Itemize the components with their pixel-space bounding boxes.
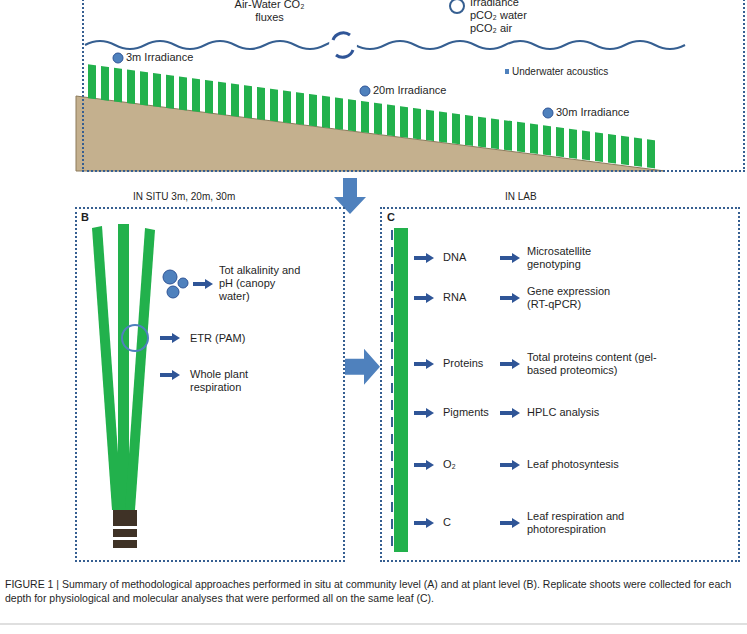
small-arrow [414, 460, 434, 470]
small-arrow [193, 279, 213, 289]
small-arrow [160, 370, 180, 380]
analysis-label: Total proteins content (gel-based proteo… [527, 351, 665, 377]
small-arrow [414, 359, 434, 369]
analysis-label: Microsatellite genotyping [527, 245, 619, 271]
small-arrow [500, 408, 520, 418]
analysis-label: Leaf photosyntesis [527, 458, 619, 471]
small-arrow [414, 253, 434, 263]
pam-spot [122, 325, 148, 351]
leaf-sample [394, 228, 408, 552]
community-panel: Air-Water CO₂ fluxes Irradiance pCO₂ wate… [82, 0, 745, 172]
depth-label: 30m Irradiance [556, 106, 629, 119]
panel-heading: IN SITU 3m, 20m, 30m [133, 190, 235, 203]
flux-label: Air-Water CO₂ fluxes [232, 0, 307, 24]
analysis-label: HPLC analysis [527, 406, 599, 419]
sensor-label: Irradiance pCO₂ water pCO₂ air [470, 0, 534, 35]
analysis-label: Gene expression (RT-qPCR) [527, 285, 631, 311]
figure-caption: FIGURE 1 | Summary of methodological app… [5, 577, 743, 605]
sensor-icon [450, 0, 464, 13]
lab-panel: CIN LABDNAMicrosatellite genotypingRNAGe… [380, 207, 740, 562]
small-arrow [500, 460, 520, 470]
rhizome [113, 529, 137, 537]
irradiance-sensor [113, 53, 123, 63]
method-label: Whole plant respiration [190, 368, 262, 394]
plant-panel: BIN SITU 3m, 20m, 30mTot alkalinity and … [75, 207, 345, 562]
flow-arrow [345, 349, 380, 385]
rhizome [113, 510, 137, 526]
small-arrow [414, 408, 434, 418]
analysis-label: Leaf respiration and photorespiration [527, 510, 641, 536]
seagrass-leaf [125, 228, 155, 510]
rhizome [113, 540, 137, 548]
small-arrow [500, 253, 520, 263]
small-arrow [414, 518, 434, 528]
water-sample-icon [167, 286, 179, 298]
small-arrow [160, 333, 180, 343]
sample-type: O₂ [443, 458, 456, 471]
depth-label: 20m Irradiance [373, 84, 446, 97]
small-arrow [500, 359, 520, 369]
method-label: Tot alkalinity and pH (canopy water) [219, 264, 301, 303]
leaf-cut-marks [391, 230, 393, 550]
water-sample-icon [163, 270, 177, 284]
depth-label: 3m Irradiance [126, 51, 193, 64]
panel-heading: IN LAB [505, 190, 537, 203]
irradiance-sensor [543, 108, 553, 118]
sample-type: RNA [443, 291, 466, 304]
small-arrow [500, 518, 520, 528]
sensor-label: Underwater acoustics [512, 65, 608, 78]
panel-letter: C [387, 211, 395, 224]
irradiance-sensor [360, 86, 370, 96]
sample-type: Pigments [443, 406, 489, 419]
panel-letter: B [81, 211, 89, 224]
seagrass-leaf [118, 224, 129, 510]
flux-icon [330, 32, 356, 58]
method-label: ETR (PAM) [190, 332, 245, 345]
flux-arrow [336, 50, 353, 57]
seagrass-meadow [86, 64, 660, 169]
small-arrow [500, 293, 520, 303]
small-arrow [414, 293, 434, 303]
water-sample-icon [178, 278, 188, 288]
sample-type: C [443, 516, 451, 529]
water-surface [85, 41, 685, 49]
caption-rule [0, 624, 747, 625]
flux-arrow [333, 33, 350, 40]
sample-type: Proteins [443, 357, 483, 370]
acoustic-sensor [505, 69, 509, 74]
seagrass-leaf [92, 226, 122, 510]
sample-type: DNA [443, 251, 466, 264]
